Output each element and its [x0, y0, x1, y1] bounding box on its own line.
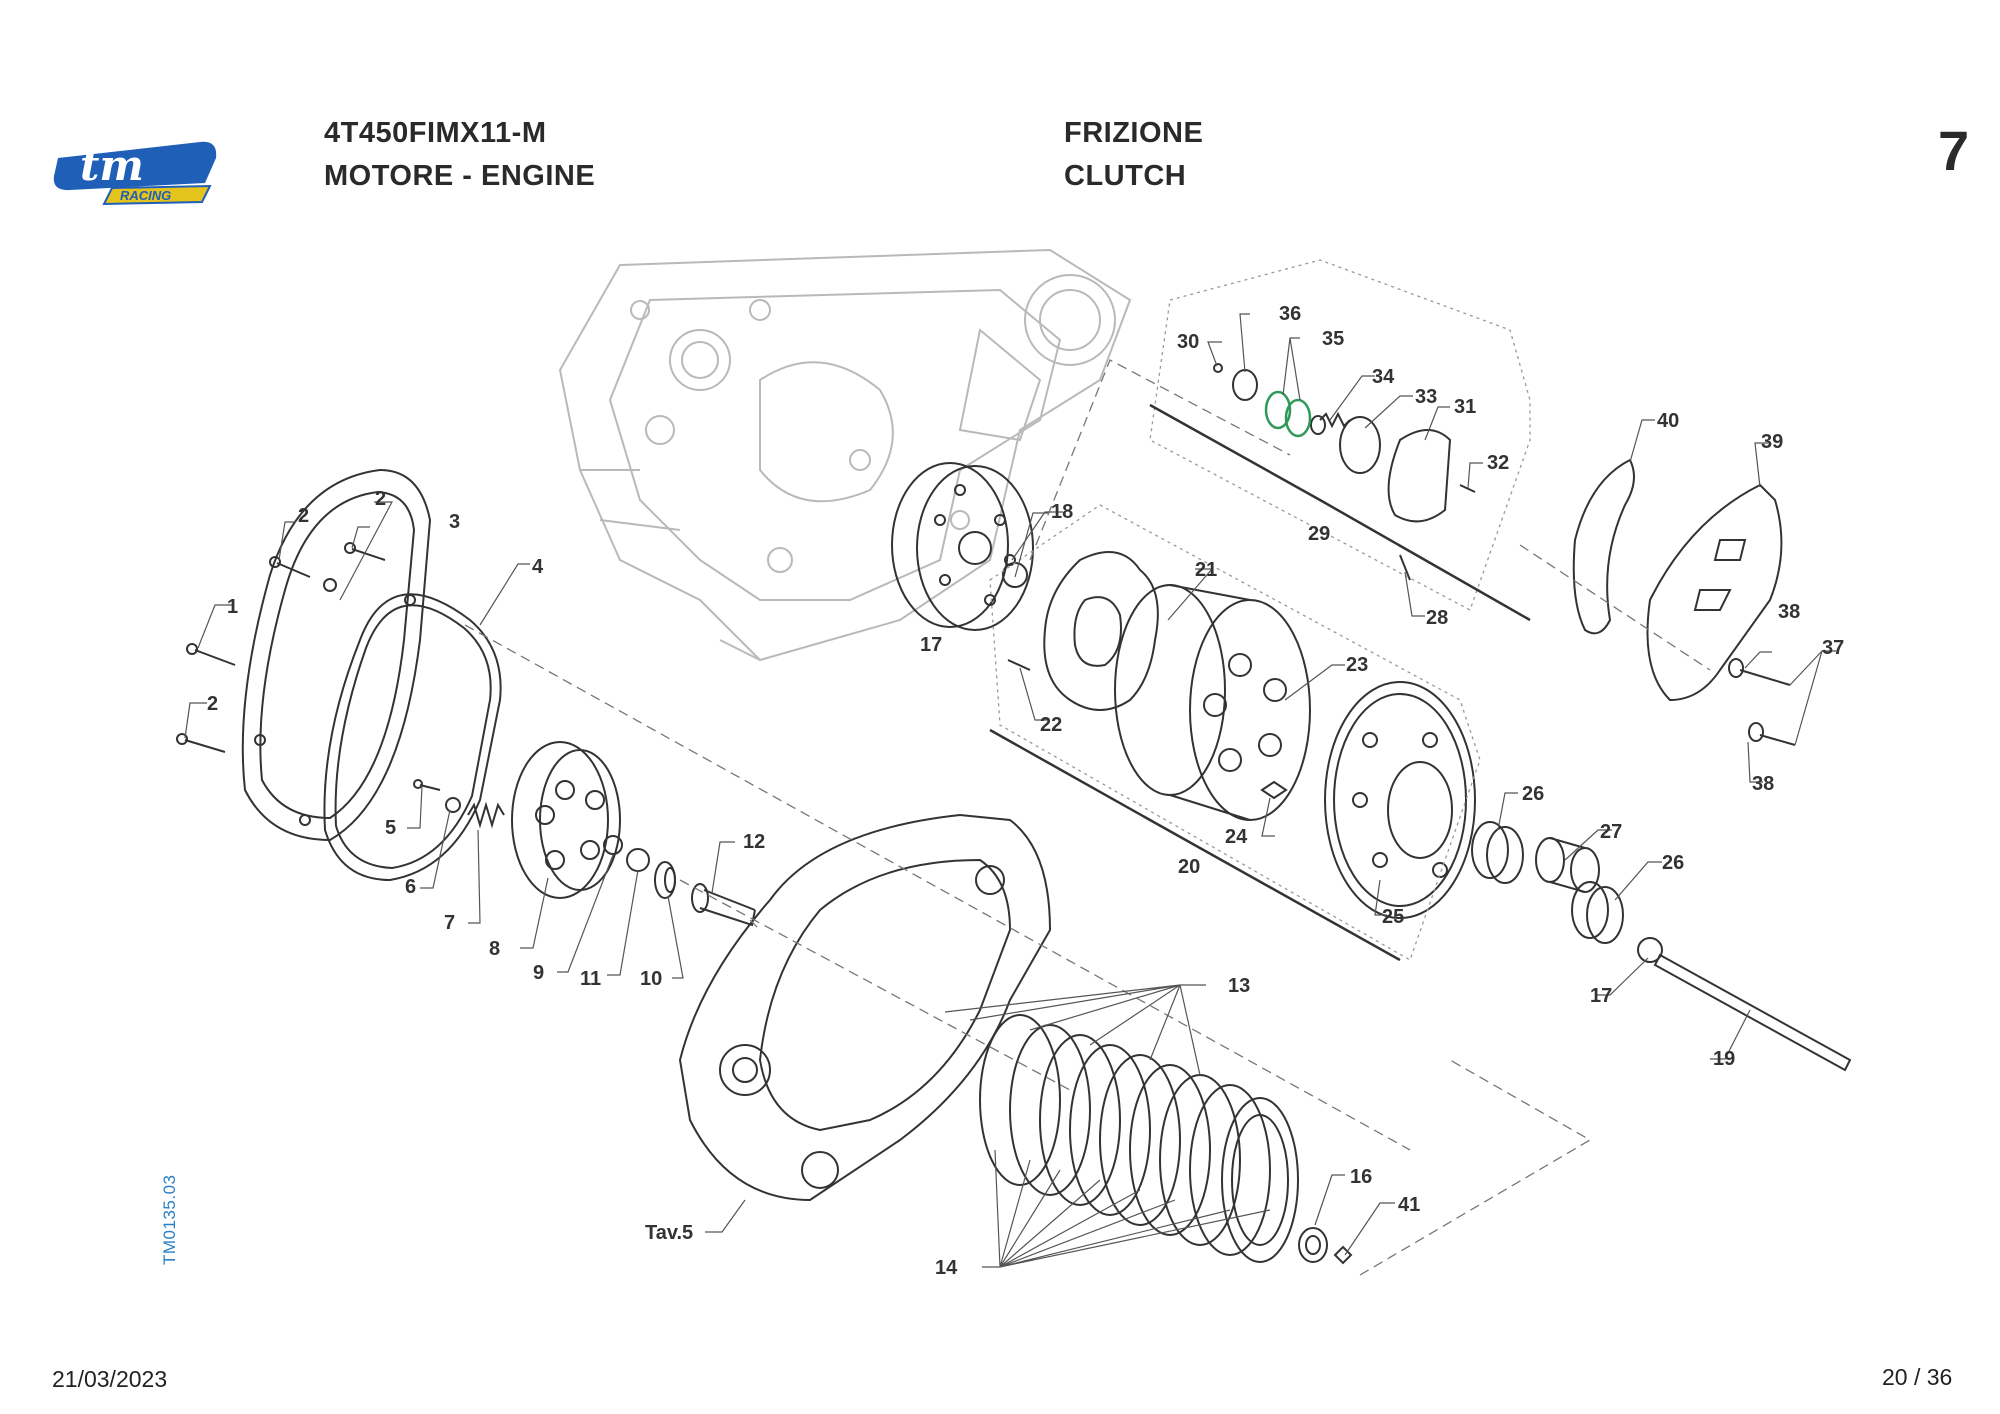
callout-32: 32	[1487, 452, 1509, 474]
callout-12: 12	[743, 831, 765, 853]
circlip	[603, 835, 623, 855]
group-20-bracket	[989, 728, 1401, 962]
logo-text: tm	[80, 141, 144, 190]
group-20-outline	[989, 504, 1481, 961]
bushing-24	[1260, 780, 1288, 800]
leader-lines	[184, 313, 1836, 1268]
callout-2-a: 2	[298, 505, 309, 527]
drawing-code: TM0135.03	[160, 1174, 179, 1266]
brand-logo: tm RACING	[53, 141, 217, 206]
callout-21: 21	[1195, 559, 1217, 581]
callout-26-b: 26	[1662, 852, 1684, 874]
callout-30: 30	[1177, 331, 1199, 353]
oring-pair	[1264, 390, 1312, 438]
callout-17-b: 17	[1590, 985, 1612, 1007]
damper-plate	[1043, 551, 1159, 711]
clutch-spring	[467, 801, 505, 829]
callout-4: 4	[532, 556, 544, 578]
callout-35: 35	[1322, 328, 1344, 350]
cover-gasket	[323, 593, 502, 882]
callout-26-a: 26	[1522, 783, 1544, 805]
callout-labels: 1 2 2 2 3 4 5 6 7 8 9 10 11 12 13 14 16 …	[207, 303, 1844, 1279]
callout-8: 8	[489, 938, 500, 960]
clutch-cover	[241, 468, 432, 842]
section-title: MOTORE - ENGINE	[324, 160, 596, 192]
needle-bearing	[1471, 821, 1524, 884]
callout-25: 25	[1382, 906, 1404, 928]
assembly-lines	[464, 359, 1711, 1276]
callout-1: 1	[227, 596, 238, 618]
pushrod-mushroom	[691, 883, 756, 927]
clutch-nut	[1298, 1227, 1328, 1263]
callout-18: 18	[1051, 501, 1073, 523]
crankcase-outline	[558, 248, 1132, 662]
chain-guide	[1572, 458, 1635, 635]
callout-41: 41	[1398, 1194, 1420, 1216]
needle-bearing-2	[1571, 881, 1624, 944]
shaft-washer	[1637, 937, 1663, 963]
damper-screw	[1007, 659, 1031, 671]
pushrod-shaft	[1653, 953, 1852, 1072]
callout-27: 27	[1600, 821, 1622, 843]
callout-36: 36	[1279, 303, 1301, 325]
callout-2-b: 2	[375, 488, 386, 510]
callout-37: 37	[1822, 637, 1844, 659]
callout-13: 13	[1228, 975, 1250, 997]
logo-tagline: RACING	[120, 188, 171, 203]
cover-bolts	[176, 542, 441, 791]
callout-20: 20	[1178, 856, 1200, 878]
callout-24: 24	[1225, 826, 1248, 848]
callout-11: 11	[580, 968, 601, 990]
callout-29: 29	[1308, 523, 1330, 545]
page-title-it: FRIZIONE	[1064, 117, 1204, 149]
callout-10: 10	[640, 968, 662, 990]
spring-washer	[445, 797, 461, 813]
clutch-inner-hub	[891, 462, 1034, 631]
sprocket-cover	[1646, 483, 1783, 702]
callout-19: 19	[1713, 1048, 1735, 1070]
clutch-basket	[1114, 584, 1311, 821]
callout-17-a: 17	[920, 634, 942, 656]
engine-side-case	[678, 813, 1052, 1202]
callout-3: 3	[449, 511, 460, 533]
callout-2-c: 2	[207, 693, 218, 715]
thrust-bearing	[654, 861, 676, 899]
callout-28: 28	[1426, 607, 1448, 629]
group-29-bracket	[1149, 403, 1531, 622]
pressure-plate	[511, 741, 621, 899]
callout-39: 39	[1761, 431, 1783, 453]
model-code: 4T450FIMX11-M	[324, 117, 547, 149]
callout-7: 7	[444, 912, 455, 934]
washer	[626, 848, 650, 872]
footer-date: 21/03/2023	[52, 1366, 168, 1392]
callout-31: 31	[1454, 396, 1476, 418]
callout-38-b: 38	[1752, 773, 1774, 795]
callout-14: 14	[935, 1257, 958, 1279]
slave-cylinder	[1213, 363, 1476, 581]
clutch-discs	[979, 1014, 1299, 1263]
page-title-en: CLUTCH	[1064, 160, 1187, 192]
callout-5: 5	[385, 817, 396, 839]
primary-gear	[1324, 681, 1476, 919]
plate-number: 7	[1938, 119, 1970, 182]
callout-22: 22	[1040, 714, 1062, 736]
callout-9: 9	[533, 962, 544, 984]
callout-tav5: Tav.5	[645, 1222, 693, 1244]
cover-bolts-37	[1728, 658, 1796, 746]
spacer-bushing	[1535, 837, 1600, 893]
callout-33: 33	[1415, 386, 1437, 408]
callout-38-a: 38	[1778, 601, 1800, 623]
lock-washer	[1333, 1245, 1353, 1265]
callout-40: 40	[1657, 410, 1679, 432]
callout-34: 34	[1372, 366, 1395, 388]
callout-6: 6	[405, 876, 416, 898]
callout-16: 16	[1350, 1166, 1372, 1188]
page-number: 20 / 36	[1882, 1364, 1953, 1390]
callout-23: 23	[1346, 654, 1368, 676]
group-29-outline	[1149, 259, 1531, 611]
